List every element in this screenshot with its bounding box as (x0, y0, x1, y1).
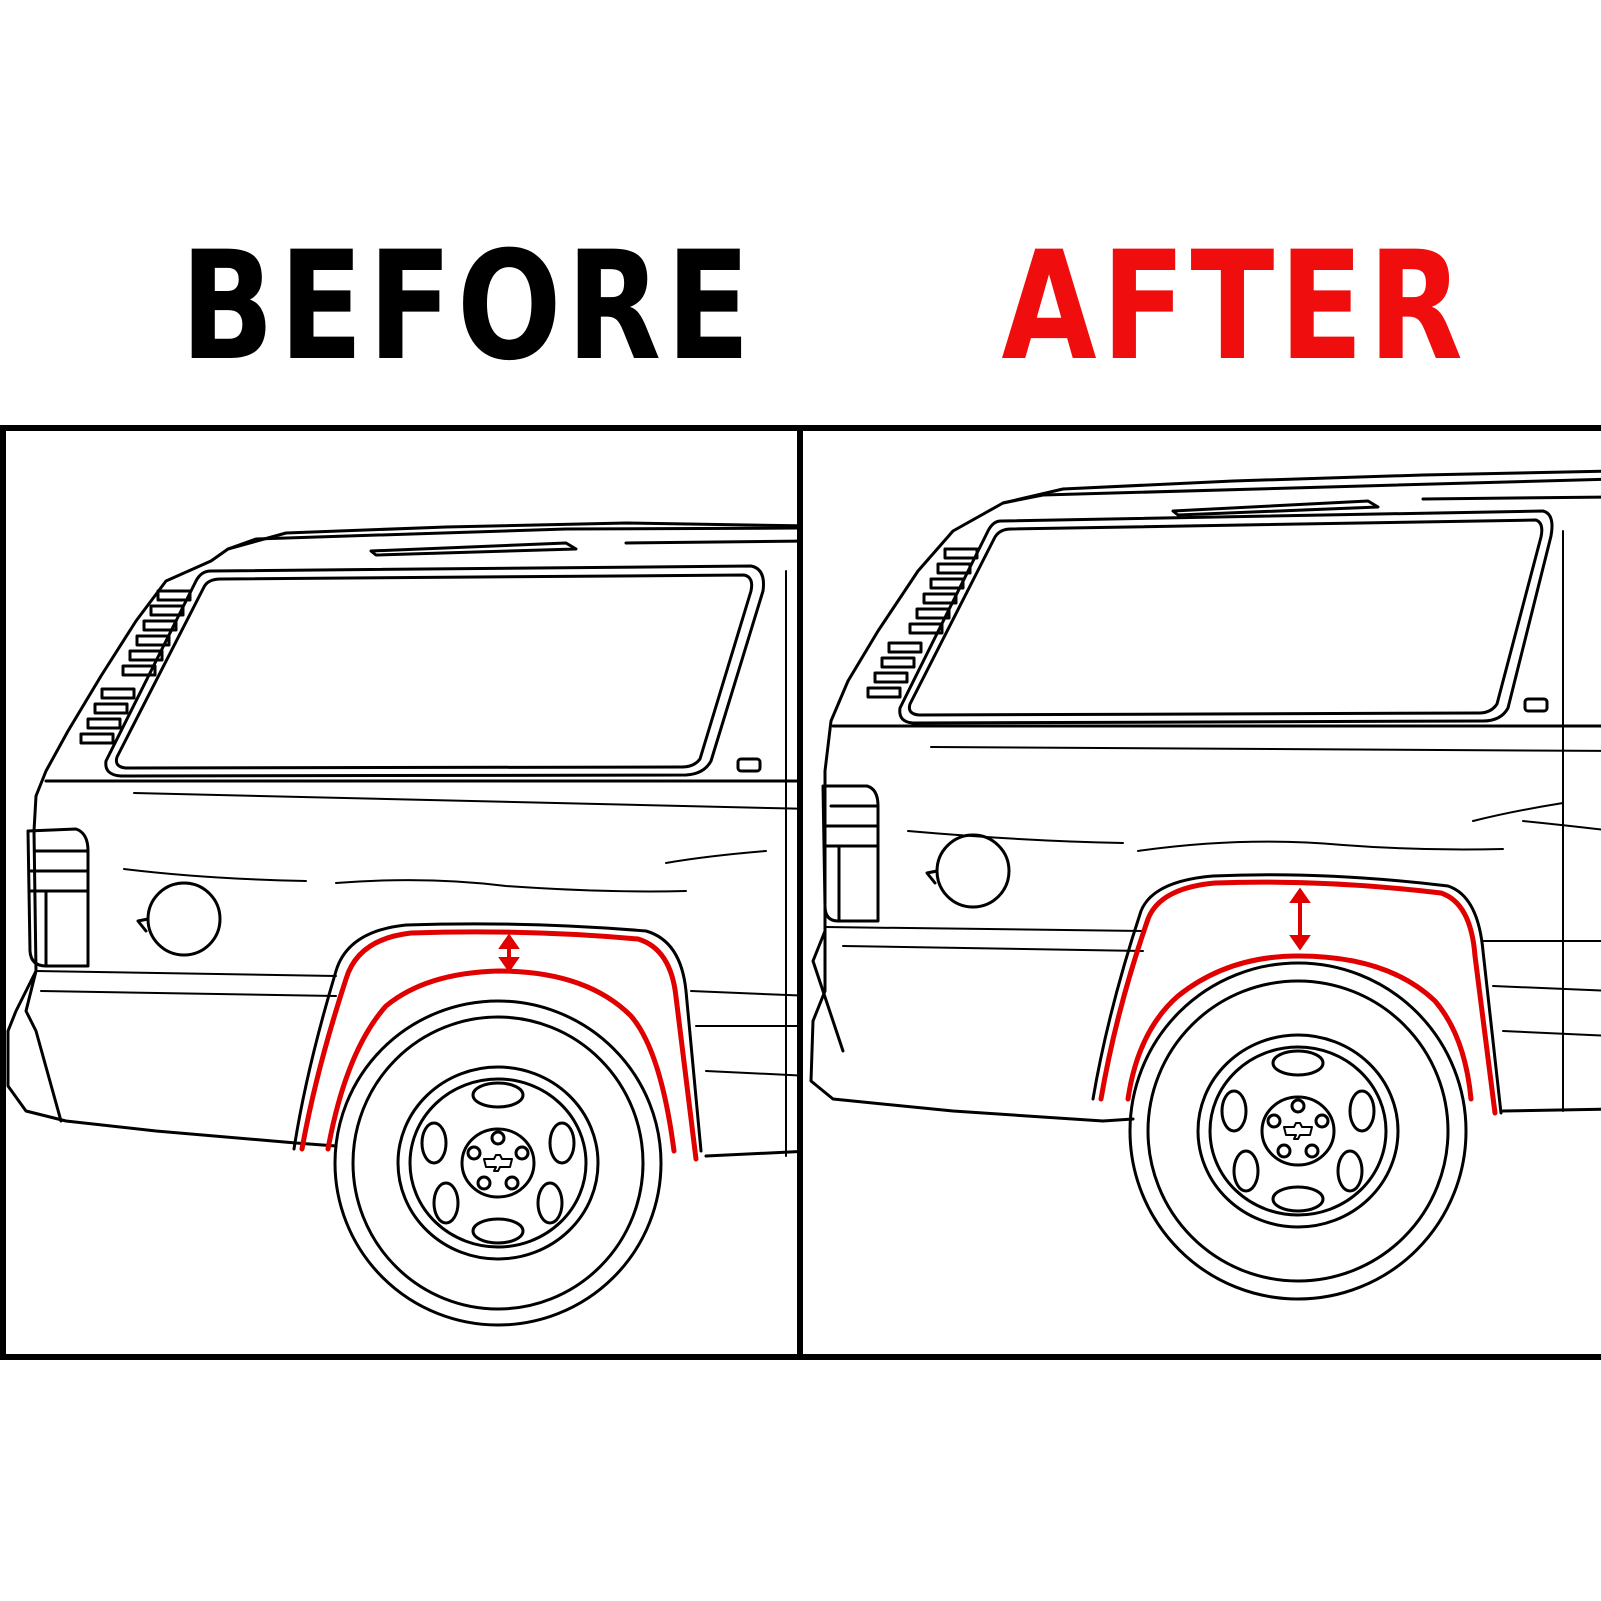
after-bumper (811, 929, 845, 1053)
after-fuel-door (935, 833, 1011, 909)
after-wheel (1128, 961, 1468, 1301)
before-flare-inner (325, 968, 677, 1154)
before-bumper (24, 969, 63, 1123)
before-fuel-door (146, 881, 222, 957)
before-panel (0, 425, 803, 1360)
after-rear-window (898, 509, 1554, 725)
after-bowtie-logo (1283, 1122, 1313, 1140)
after-flare-inner (1125, 953, 1474, 1102)
after-taillight (821, 784, 880, 923)
after-body-outline (809, 469, 1601, 1123)
after-vents (866, 547, 979, 699)
after-panel (797, 425, 1601, 1360)
before-bowtie-logo (483, 1154, 513, 1172)
after-flare-outer (1098, 879, 1498, 1116)
before-arrow-icon (498, 933, 520, 973)
before-label: BEFORE (180, 220, 756, 394)
before-rear-window (104, 564, 765, 778)
before-flare-outer (299, 929, 699, 1162)
before-vents (79, 589, 192, 745)
after-suv-drawing (809, 469, 1601, 1301)
before-roof-rack (369, 541, 578, 557)
after-arrow-icon (1289, 887, 1311, 951)
before-suv-drawing (6, 521, 797, 1327)
before-taillight (26, 827, 90, 968)
after-roof-rack (1171, 499, 1380, 517)
before-wheel (333, 999, 663, 1327)
after-label: AFTER (1001, 220, 1468, 394)
before-body-outline (6, 521, 797, 1148)
